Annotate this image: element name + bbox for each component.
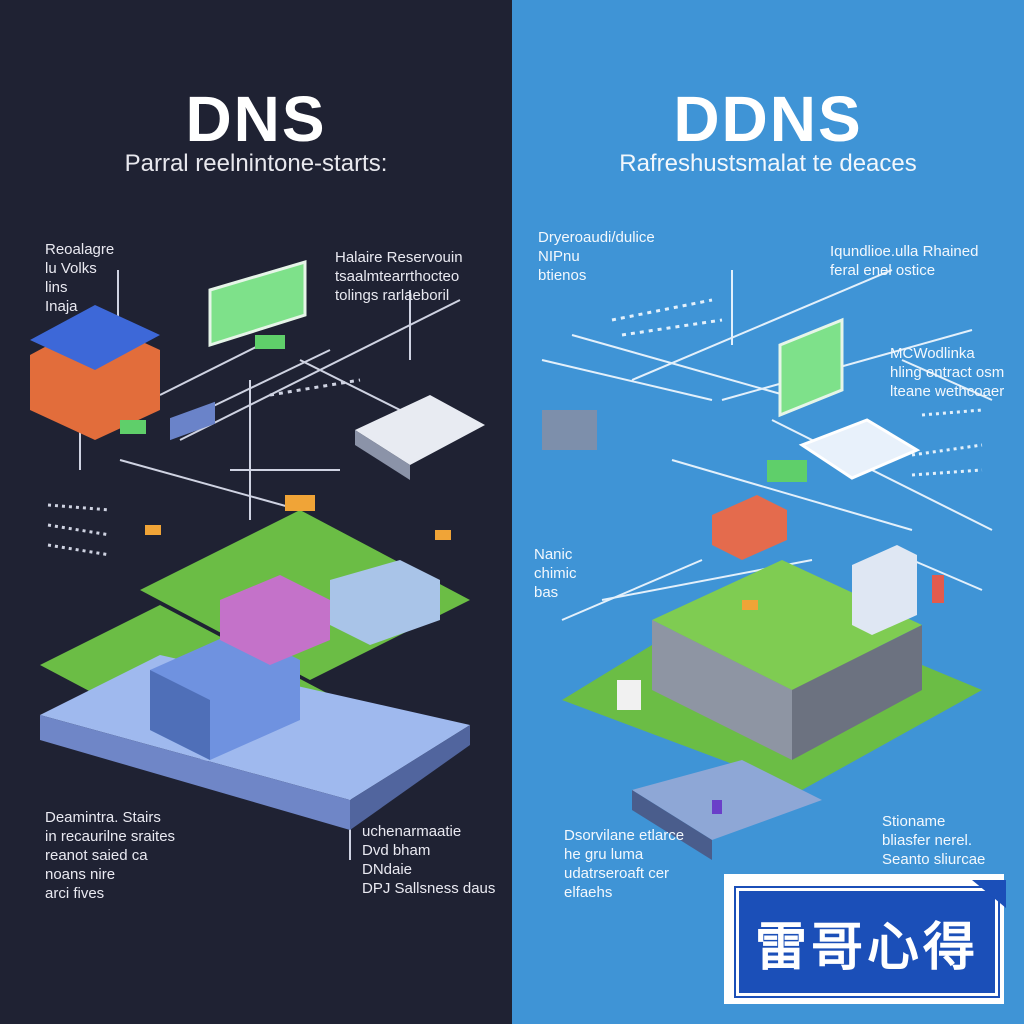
watermark-badge: 雷哥心得 xyxy=(724,874,1006,1004)
ddns-note-bottom-left: Dsorvilane etlarce he gru luma udatrsero… xyxy=(564,827,685,901)
watermark-text: 雷哥心得 xyxy=(754,917,979,978)
dns-subtitle: Parral reelnintone-starts: xyxy=(124,150,388,177)
ddns-base-side xyxy=(632,790,712,860)
watermark-badge-frame: 雷哥心得 xyxy=(736,888,998,996)
dns-dashed-labels xyxy=(47,378,361,557)
ddns-small-chip-3 xyxy=(712,800,722,814)
dns-small-chip-2 xyxy=(255,335,285,349)
ddns-small-chip xyxy=(767,460,807,482)
ddns-small-sign xyxy=(617,680,641,710)
ddns-base-plate xyxy=(632,760,822,840)
dns-small-chip xyxy=(120,420,146,434)
ddns-device xyxy=(542,410,597,450)
ddns-house xyxy=(712,495,787,560)
dns-datacenter-roof xyxy=(355,395,485,465)
dns-small-chip-3 xyxy=(285,495,315,511)
dns-monitor-screen xyxy=(208,259,307,348)
ddns-raised-plate xyxy=(652,560,922,690)
dns-note-top-left: Reoalagre lu Volks lins Inaja xyxy=(45,241,115,315)
dns-datacenter-side xyxy=(355,430,410,480)
ddns-note-top-left: Dryeroaudi/dulice NIPnu btienos xyxy=(538,229,655,284)
ddns-dashed-labels xyxy=(611,298,983,477)
dns-title: DNS xyxy=(185,83,327,155)
ddns-connector-lines xyxy=(541,269,993,621)
ddns-panel: DDNS Rafreshustsmalat te deaces Dryeroau… xyxy=(512,0,1024,1024)
ddns-note-top-right: Iqundlioe.ulla Rhained feral enel ostice xyxy=(830,243,979,279)
dns-base-side xyxy=(40,715,350,830)
ddns-small-chip-2 xyxy=(742,600,758,610)
dns-small-chip-5 xyxy=(435,530,451,540)
ddns-title: DDNS xyxy=(673,83,863,155)
ddns-subtitle: Rafreshustsmalat te deaces xyxy=(619,150,917,177)
dns-isometric-illustration xyxy=(30,259,485,860)
dns-server-tower-top xyxy=(30,305,160,370)
ddns-datacenter xyxy=(798,418,921,480)
ddns-server-rack xyxy=(852,545,917,635)
ddns-isometric-illustration xyxy=(541,269,993,860)
ddns-monitor-screen xyxy=(778,317,844,418)
dns-small-chip-4 xyxy=(145,525,161,535)
ddns-raised-side-2 xyxy=(792,625,922,760)
ddns-small-chip-4 xyxy=(932,575,944,603)
dns-note-bottom-left: Deamintra. Stairs in recaurilne sraites … xyxy=(45,809,176,902)
dns-panel: DNS Parral reelnintone-starts: Reoalagre… xyxy=(0,0,512,1024)
dns-base-side-2 xyxy=(350,725,470,830)
dns-small-device xyxy=(170,401,215,441)
dns-purple-building xyxy=(220,575,330,665)
dns-note-top-right: Halaire Reservouin tsaalmtearrthocteo to… xyxy=(335,249,463,304)
ddns-note-bottom-right: Stioname bliasfer nerel. Seanto sliurcae xyxy=(882,813,986,868)
dns-office-building-side xyxy=(150,670,210,760)
ddns-note-mid-right: MCWodlinka hling entract osm lteane weth… xyxy=(890,345,1005,400)
ddns-note-mid-left: Nanic chimic bas xyxy=(534,546,577,601)
dns-white-building xyxy=(330,560,440,645)
ddns-raised-side xyxy=(652,620,792,760)
dns-note-bottom-right: uchenarmaatie Dvd bham DNdaie DPJ Sallsn… xyxy=(362,823,496,897)
